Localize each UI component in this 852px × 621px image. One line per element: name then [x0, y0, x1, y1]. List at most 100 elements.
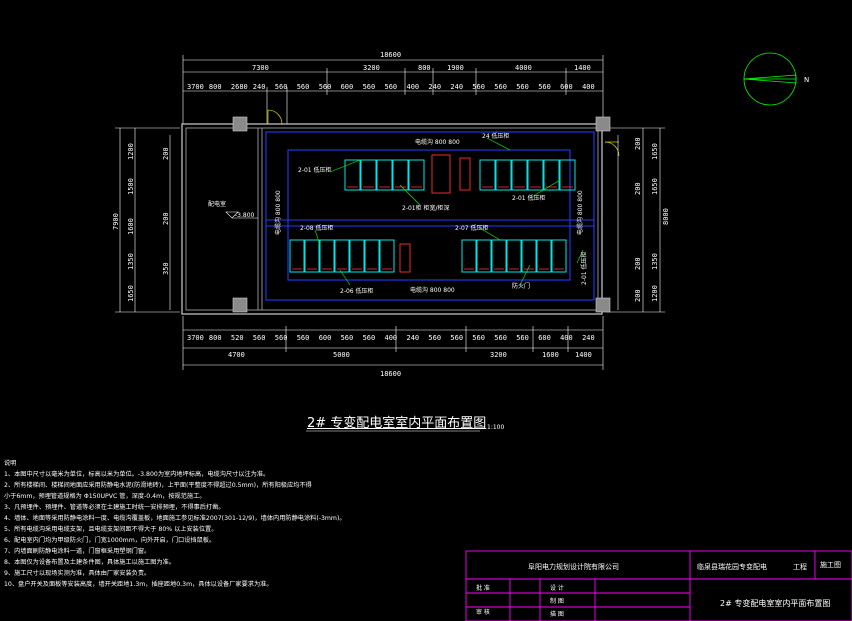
switchgear-cabinet — [527, 159, 544, 191]
top-dim: 3200 — [363, 64, 380, 72]
cable-trench-right-label: 电缆沟 800 800 — [576, 190, 584, 235]
top-dim: 1400 — [574, 64, 591, 72]
switchgear-cabinet — [304, 239, 320, 273]
dimension-value: 520 — [231, 334, 244, 342]
switchgear-cabinet — [349, 239, 365, 273]
switchgear-cabinet — [479, 159, 496, 191]
switchgear-cabinet — [376, 159, 393, 191]
project-name: 临泉县瑞花园专变配电 — [697, 562, 767, 571]
dimension-value: 560 — [472, 83, 485, 91]
north-label: N — [804, 76, 809, 84]
note-item: 2、所有楼梯间、楼梯间地面应采用防静电水泥(防滑地砖)，上平面(平整度不得超过0… — [4, 482, 312, 489]
bottom-dim: 1600 — [542, 351, 559, 359]
switchgear-cabinet — [559, 159, 576, 191]
switchgear-cabinet — [476, 239, 492, 273]
dimension-value: 240 — [582, 334, 595, 342]
left-dim: 1600 — [127, 218, 135, 235]
title-block-text: 阜阳电力规划设计院有限公司 临泉县瑞花园专变配电 工程 施工图 批 准 审 核 … — [476, 560, 841, 618]
dimension-value: 240 — [450, 83, 463, 91]
note-item: 6、配电室内门均为甲级防火门，门宽1000mm，向外开启，门口设挡鼠板。 — [4, 537, 216, 544]
dimension-value: 560 — [341, 334, 354, 342]
dimension-value: 560 — [275, 334, 288, 342]
dimension-value: 600 — [319, 334, 332, 342]
dimension-value: 600 — [341, 83, 354, 91]
bottom-row2-dims: 4700 5000 3200 1600 1400 — [228, 351, 592, 359]
note-item: 5、所有电缆沟采用电缆支架，且电缆支架间距不得大于 80% 以上安装位置。 — [4, 526, 218, 533]
switchgear-cabinet — [506, 239, 522, 273]
cabinet-row-top-left — [344, 159, 425, 191]
right-dim: 1650 — [651, 178, 659, 195]
dimension-value: 3700 — [187, 83, 204, 91]
notes-heading: 说明 — [4, 460, 17, 467]
switchgear-cabinet — [536, 239, 552, 273]
switchgear-cabinet — [364, 239, 380, 273]
drawing-title: 2# 专变配电室室内平面布置图 — [307, 416, 487, 431]
bottom-dim: 1400 — [575, 351, 592, 359]
note-item: 7、内墙面刷防静电涂料一道，门窗框采用塑钢门窗。 — [4, 548, 151, 555]
row-label: 审 核 — [476, 608, 490, 616]
dimension-value: 560 — [494, 83, 507, 91]
right-dims: 1650 1650 1350 1200 200 200 200 200 — [634, 137, 659, 302]
dimension-value: 560 — [538, 83, 551, 91]
right-inner-dim: 200 — [634, 289, 642, 302]
right-dim: 1650 — [651, 143, 659, 160]
top-dim: 800 — [418, 64, 431, 72]
left-dimensions — [115, 127, 180, 313]
top-row1-dims: 7300 3200 800 1900 4000 1400 — [252, 64, 591, 72]
dimension-value: 560 — [297, 83, 310, 91]
elevation-value: -3.800 — [235, 212, 255, 219]
cabinet-row-bottom-right — [461, 239, 567, 273]
dimension-value: 600 — [560, 83, 573, 91]
dimension-value: 240 — [407, 334, 420, 342]
tag-07: 2-07 低压柜 — [455, 224, 489, 232]
company-name: 阜阳电力规划设计院有限公司 — [528, 562, 619, 571]
elevation-label: 配电室 — [208, 200, 226, 208]
note-item: 1、本图中尺寸以毫米为单位，标高以米为单位。-3.800为室内地坪标高，电缆沟尺… — [4, 471, 270, 478]
building-walls — [181, 123, 603, 315]
bottom-dim: 4700 — [228, 351, 245, 359]
title-block-frame — [465, 550, 852, 621]
left-inner-dim: 200 — [162, 212, 170, 225]
transformer-blocks — [399, 154, 471, 273]
dimension-value: 800 — [209, 83, 222, 91]
note-item: 3、凡预埋件、预埋件、管道等必须在土建施工时统一安排预埋，不得事后打凿。 — [4, 504, 225, 511]
left-dim: 1350 — [127, 253, 135, 270]
dimension-value: 560 — [516, 83, 529, 91]
tag-door: 防火门 — [512, 282, 530, 290]
columns — [232, 116, 611, 313]
dimension-value: 600 — [538, 334, 551, 342]
elevation-marker — [225, 211, 258, 219]
right-dim: 1200 — [651, 285, 659, 302]
cable-trench-bottom-label: 电缆沟 800 800 — [410, 286, 455, 294]
dimension-value: 400 — [582, 83, 595, 91]
left-dim: 1650 — [127, 285, 135, 302]
top-dim: 1900 — [447, 64, 464, 72]
cable-trench-left-label: 电缆沟 800 800 — [274, 190, 282, 235]
note-item: 8、本图仅为设备布置及土建条件图，具体施工以施工图为准。 — [4, 559, 175, 566]
switchgear-cabinet — [495, 159, 512, 191]
bottom-total-dim: 18600 — [380, 370, 401, 378]
design-label: 制 图 — [550, 597, 564, 605]
tag-24: 24 低压柜 — [482, 132, 510, 140]
stage-label: 施工图 — [820, 560, 841, 569]
switchgear-cabinet — [543, 159, 560, 191]
switchgear-cabinet — [551, 239, 567, 273]
phase-label: 工程 — [793, 562, 807, 571]
bottom-dimensions — [182, 316, 604, 370]
switchgear-cabinet — [289, 239, 305, 273]
left-dims: 1200 1500 1600 1350 1650 200 200 350 — [127, 143, 170, 302]
dimension-value: 560 — [275, 83, 288, 91]
switchgear-cabinet — [334, 239, 350, 273]
tag-cabinet: 2-01柜 柜宽/柜深 — [402, 204, 450, 212]
dimension-value: 560 — [253, 334, 266, 342]
dimension-value: 560 — [319, 83, 332, 91]
bottom-dim: 5000 — [333, 351, 350, 359]
dimension-value: 240 — [253, 83, 266, 91]
dimension-value: 560 — [363, 334, 376, 342]
switchgear-cabinet — [408, 159, 425, 191]
cable-trench — [265, 131, 595, 301]
tag-06: 2-06 低压柜 — [340, 287, 374, 295]
door-swings — [267, 109, 620, 157]
tag-24-right: 2-01 低压柜 — [512, 194, 546, 202]
